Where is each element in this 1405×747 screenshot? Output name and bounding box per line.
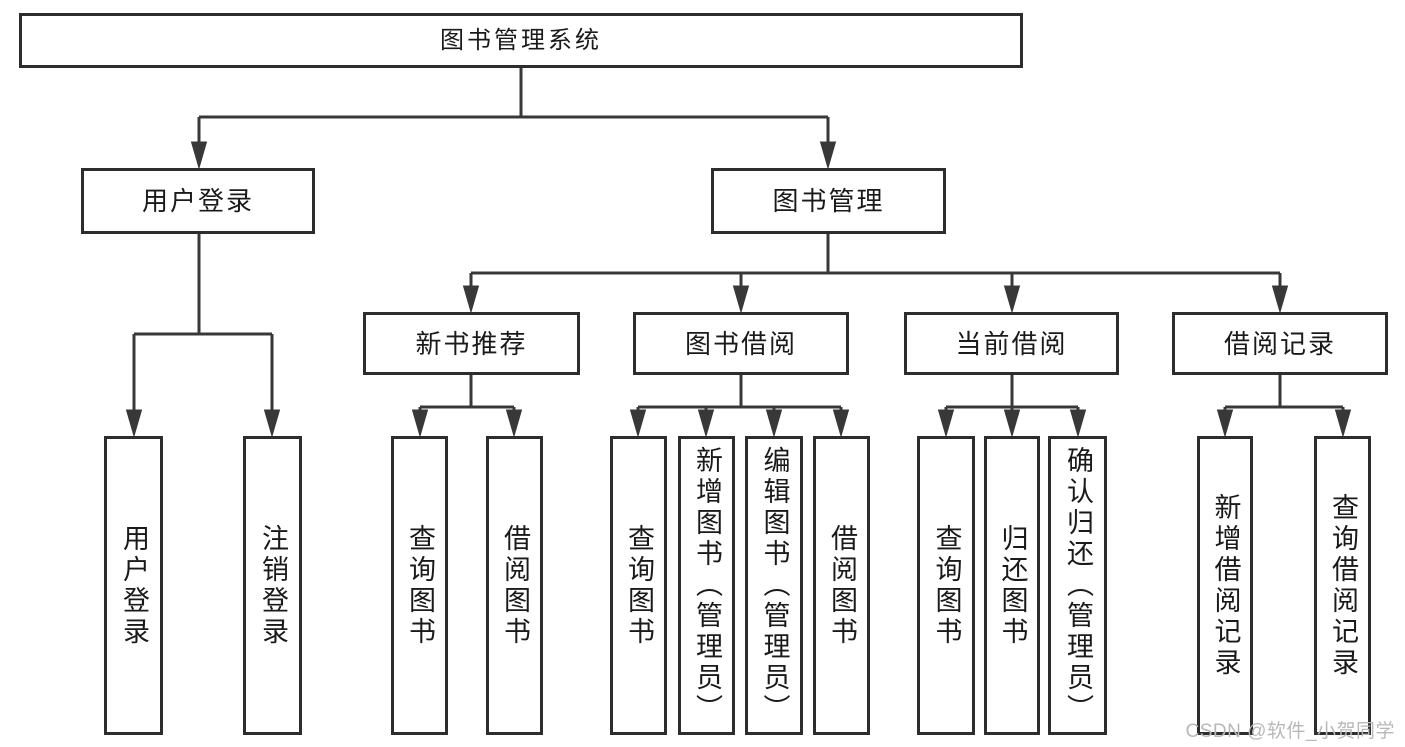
node-leaf-edit-books-admin: 编辑图书（管理员） — [745, 436, 803, 735]
connector-book-management-children — [462, 234, 1289, 314]
node-label: 查询图书 — [405, 523, 435, 648]
node-leaf-add-borrow-record: 新增借阅记录 — [1197, 436, 1253, 735]
node-label: 新增借阅记录 — [1210, 492, 1241, 679]
connector-borrowing-records-children — [1216, 375, 1352, 438]
node-leaf-user-login: 用户登录 — [104, 436, 163, 735]
node-label: 借阅记录 — [1223, 328, 1336, 359]
node-label: 编辑图书（管理员） — [759, 446, 790, 725]
node-root-library-system: 图书管理系统 — [19, 13, 1023, 68]
node-label: 用户登录 — [141, 186, 254, 216]
node-leaf-query-books-recommend: 查询图书 — [391, 436, 448, 735]
node-label: 新书推荐 — [415, 328, 528, 359]
connector-root-to-level2 — [190, 68, 837, 170]
connector-book-borrowing-children — [629, 375, 850, 438]
connector-current-borrowing-children — [937, 375, 1087, 438]
node-label: 图书管理系统 — [440, 26, 602, 54]
node-leaf-logout: 注销登录 — [243, 436, 302, 735]
node-label: 借阅图书 — [500, 523, 530, 648]
node-leaf-return-books: 归还图书 — [984, 436, 1040, 735]
node-label: 用户登录 — [119, 523, 149, 648]
node-book-borrowing: 图书借阅 — [633, 312, 849, 375]
node-label: 查询借阅记录 — [1328, 492, 1358, 679]
node-label: 图书管理 — [772, 186, 885, 216]
node-leaf-borrow-books-recommend: 借阅图书 — [486, 436, 543, 735]
node-current-borrowing: 当前借阅 — [904, 312, 1119, 375]
node-book-management: 图书管理 — [711, 168, 946, 234]
node-label: 借阅图书 — [827, 523, 857, 648]
node-new-book-recommend: 新书推荐 — [363, 312, 580, 375]
node-label: 查询图书 — [931, 523, 962, 648]
node-leaf-query-books-borrowing: 查询图书 — [610, 436, 667, 735]
connector-new-book-recommend-children — [411, 375, 523, 438]
node-label: 确认归还（管理员） — [1063, 446, 1093, 725]
node-leaf-borrow-books: 借阅图书 — [813, 436, 870, 735]
connector-user-login-children — [125, 234, 281, 438]
csdn-watermark: CSDN @软件_小贺同学 — [1185, 721, 1395, 742]
node-leaf-add-books-admin: 新增图书（管理员） — [678, 436, 735, 735]
node-label: 图书借阅 — [684, 328, 797, 359]
node-borrowing-records: 借阅记录 — [1172, 312, 1388, 375]
node-label: 查询图书 — [624, 523, 654, 648]
node-user-login: 用户登录 — [81, 168, 315, 234]
node-label: 归还图书 — [997, 523, 1028, 648]
node-leaf-confirm-return-admin: 确认归还（管理员） — [1048, 436, 1107, 735]
node-label: 新增图书（管理员） — [692, 446, 722, 725]
node-label: 当前借阅 — [955, 328, 1068, 359]
node-leaf-query-borrow-record: 查询借阅记录 — [1314, 436, 1371, 735]
node-label: 注销登录 — [258, 523, 288, 648]
node-leaf-query-books-current: 查询图书 — [917, 436, 975, 735]
